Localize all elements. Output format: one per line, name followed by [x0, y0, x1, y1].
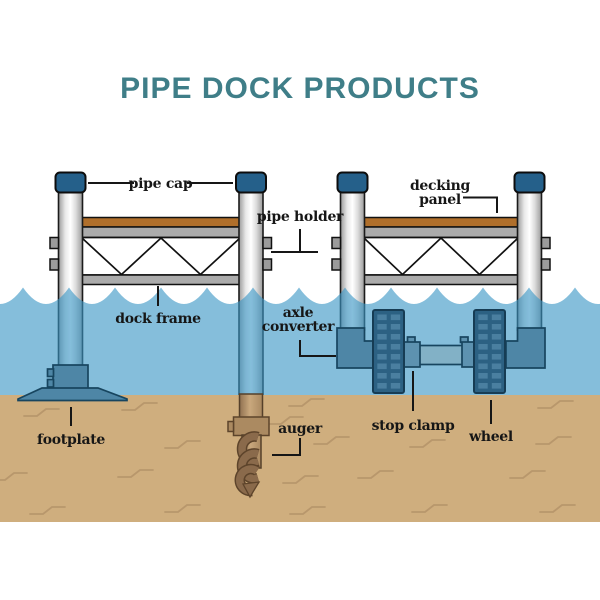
decking-panel-left	[81, 216, 241, 228]
sand-marks	[0, 398, 576, 515]
truss-diagonals-right	[363, 236, 519, 276]
label-axle-converter-2: converter	[262, 319, 335, 335]
pipe-cap-1	[54, 171, 87, 194]
label-pipe-cap: pipe cap	[129, 176, 193, 192]
page-title: PIPE DOCK PRODUCTS	[120, 72, 480, 105]
pipe-holder-tabs	[49, 236, 551, 271]
label-footplate: footplate	[37, 432, 105, 448]
label-auger: auger	[278, 421, 323, 437]
axle-assembly	[336, 309, 546, 394]
label-decking-panel-1: decking	[410, 178, 471, 194]
truss-box-right	[363, 236, 519, 276]
truss-diagonals-left	[81, 236, 241, 276]
sand	[0, 395, 600, 522]
frame-top-bar-left	[81, 226, 241, 239]
footplate	[17, 364, 128, 402]
axle-collar-left	[403, 341, 421, 368]
pipe-cap-3	[336, 171, 369, 194]
label-dock-frame: dock frame	[115, 311, 201, 327]
right-dock-frame	[363, 216, 519, 286]
wheel-right	[473, 309, 506, 394]
left-dock-frame	[81, 216, 241, 286]
auger	[227, 393, 270, 499]
pipe-holder-pointer	[271, 229, 318, 253]
label-wheel: wheel	[468, 429, 513, 445]
pipe-cap-2	[235, 171, 267, 194]
label-stop-clamp: stop clamp	[372, 418, 455, 434]
axle-converter-pointer	[299, 340, 336, 357]
frame-top-bar-right	[363, 226, 519, 239]
auger-pointer	[272, 438, 301, 456]
pipe-cap-4	[513, 171, 546, 194]
wheel-left	[372, 309, 405, 394]
label-decking-panel-2: panel	[419, 192, 461, 208]
decking-panel-right	[363, 216, 519, 228]
label-pipe-holder: pipe holder	[257, 209, 344, 225]
frame-bottom-bar-left	[81, 274, 241, 286]
labels: pipe cap pipe holder decking panel dock …	[37, 176, 513, 456]
frame-bottom-bar-right	[363, 274, 519, 286]
truss-box-left	[81, 236, 241, 276]
decking-panel-pointer	[463, 196, 498, 213]
label-axle-converter-1: axle	[283, 305, 314, 321]
